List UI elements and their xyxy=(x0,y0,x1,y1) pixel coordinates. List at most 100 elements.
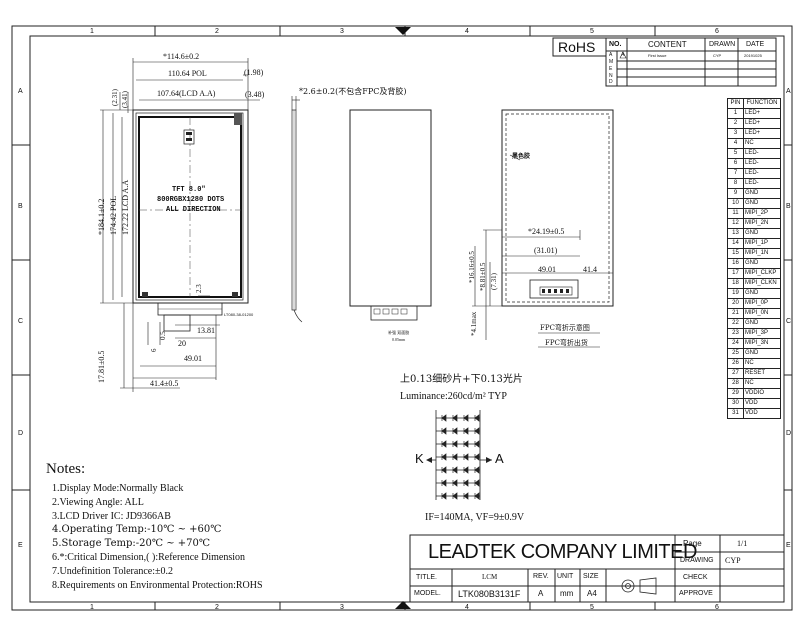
amend-letter-d: D xyxy=(609,79,613,85)
rev-header-drawn: DRAWN xyxy=(709,41,736,48)
pin-number: 10 xyxy=(727,198,744,209)
function-header: FUNCTION xyxy=(743,98,781,109)
led-diode-icon xyxy=(474,414,480,422)
dim-thickness: *2.6±0.2(不包含FPC及背胶) xyxy=(299,87,407,96)
column-label-4: 4 xyxy=(465,28,469,35)
led-diode-icon xyxy=(463,492,469,500)
led-diode-icon xyxy=(441,453,447,461)
unit-label: UNIT xyxy=(557,573,574,580)
pin-number: 3 xyxy=(727,128,744,139)
led-diode-icon xyxy=(463,453,469,461)
dim-pol-width: 110.64 POL xyxy=(168,69,207,78)
label-black-tape: 黑色胶 xyxy=(512,153,531,160)
pin-number: 31 xyxy=(727,408,744,419)
projection-symbol-icon xyxy=(618,578,662,594)
pin-function: GND xyxy=(743,198,781,209)
pin-function: LED- xyxy=(743,168,781,179)
pin-function: LED+ xyxy=(743,118,781,129)
note-item: 1.Display Mode:Normally Black xyxy=(52,483,184,494)
pin-number: 30 xyxy=(727,398,744,409)
pin-number: 23 xyxy=(727,328,744,339)
rev-header-date: DATE xyxy=(746,41,765,48)
pin-function: NC xyxy=(743,138,781,149)
led-diode-icon xyxy=(441,492,447,500)
rear-dim-8-81: *8.81±0.5 xyxy=(479,262,487,291)
pin-function: VDDIO xyxy=(743,388,781,399)
fpc-bend-ship-label: FPC弯折出货 xyxy=(545,339,588,347)
column-label-3-bottom: 3 xyxy=(340,604,344,611)
dim-left-offset1: (2.31) xyxy=(111,89,119,106)
rev-row1-drawn: CYP xyxy=(713,53,722,58)
row-label-a-right: A xyxy=(786,88,791,95)
pin-function: GND xyxy=(743,288,781,299)
pin-function: GND xyxy=(743,258,781,269)
column-label-4-bottom: 4 xyxy=(465,604,469,611)
panel-label-line1: TFT 8.0" xyxy=(172,186,206,194)
amend-letter-m: M xyxy=(609,59,614,65)
dim-overall-height: *184.1±0.2 xyxy=(97,198,106,235)
pin-function: GND xyxy=(743,318,781,329)
rear-dim-41-4: 41.4 xyxy=(583,265,597,274)
led-diode-icon xyxy=(463,479,469,487)
pin-function: MIPI_0N xyxy=(743,308,781,319)
pin-number: 9 xyxy=(727,188,744,199)
column-label-6-bottom: 6 xyxy=(715,604,719,611)
pin-number: 15 xyxy=(727,248,744,259)
row-label-b-right: B xyxy=(786,203,791,210)
pin-function: LED+ xyxy=(743,128,781,139)
dim-left-offset2: (3.41) xyxy=(121,91,129,108)
pin-number: 14 xyxy=(727,238,744,249)
pin-function: LED- xyxy=(743,178,781,189)
model-value: LTK080B3131F xyxy=(458,589,521,599)
column-label-2: 2 xyxy=(215,28,219,35)
column-label-1-bottom: 1 xyxy=(90,604,94,611)
pin-function: GND xyxy=(743,228,781,239)
pin-function: MIPI_1N xyxy=(743,248,781,259)
dim-6: 6 xyxy=(150,348,158,353)
pin-number: 25 xyxy=(727,348,744,359)
unit-value: mm xyxy=(560,589,574,598)
check-label: CHECK xyxy=(683,574,708,581)
size-value: A4 xyxy=(587,589,597,598)
led-diode-icon xyxy=(463,466,469,474)
led-diode-icon xyxy=(474,440,480,448)
note-item: 8.Requirements on Environmental Protecti… xyxy=(52,580,263,591)
dim-17-81: 17.81±0.5 xyxy=(97,350,106,383)
title-label: TITLE. xyxy=(416,574,438,581)
led-diode-icon xyxy=(474,453,480,461)
pin-function: LED+ xyxy=(743,108,781,119)
rev-value: A xyxy=(538,589,544,598)
row-label-e: E xyxy=(18,542,23,549)
pin-number: 22 xyxy=(727,318,744,329)
fpc-stiffener-note: 补强 双面胶 xyxy=(388,330,410,335)
pin-number: 6 xyxy=(727,158,744,169)
rev-header-no: NO. xyxy=(609,41,622,48)
led-forward-rating: IF=140MA, VF=9±0.9V xyxy=(425,512,525,523)
pin-number: 24 xyxy=(727,338,744,349)
pin-number: 19 xyxy=(727,288,744,299)
pin-function: MIPI_2N xyxy=(743,218,781,229)
pin-number: 5 xyxy=(727,148,744,159)
pin-function: GND xyxy=(743,348,781,359)
led-diode-icon xyxy=(441,414,447,422)
dim-aa-offset: (3.48) xyxy=(245,90,265,99)
fpc-label: LT080-38-01200 xyxy=(224,312,254,317)
led-diode-icon xyxy=(452,492,458,500)
company-name: LEADTEK COMPANY LIMITED xyxy=(428,541,697,563)
rear-dim-4-1: *4.1max xyxy=(470,311,478,336)
column-label-6: 6 xyxy=(715,28,719,35)
led-diode-icon xyxy=(463,440,469,448)
row-label-d-right: D xyxy=(786,430,792,437)
dim-pol-height: 174.42 POL xyxy=(109,195,118,235)
fpc-bend-diagram-label: FPC弯折示意图 xyxy=(540,324,590,332)
